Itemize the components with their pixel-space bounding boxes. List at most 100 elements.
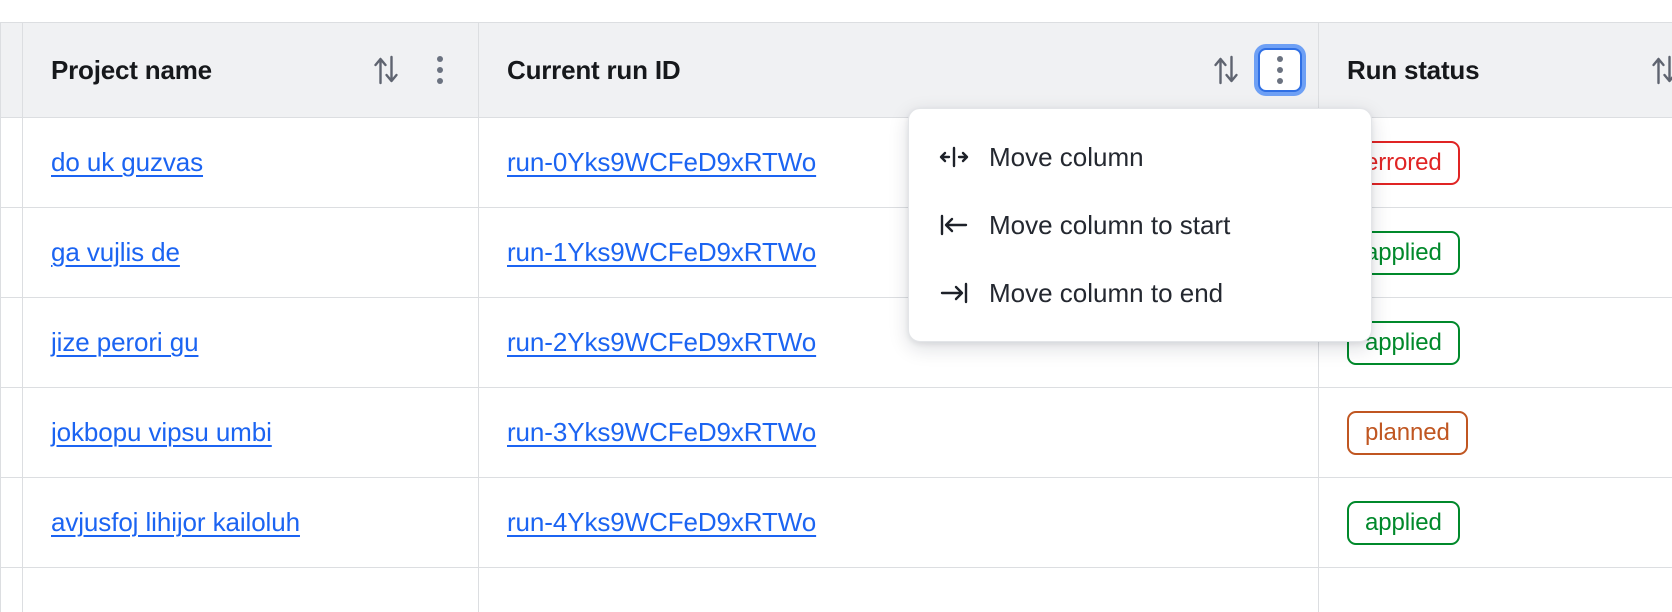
row-select-cell[interactable] (0, 207, 23, 298)
move-column-icon (939, 142, 969, 172)
menu-item-label: Move column to end (989, 277, 1224, 308)
project-name-link[interactable]: jize perori gu (51, 327, 199, 357)
current-run-id-cell: run-3Yks9WCFeD9xRTWo (478, 387, 1319, 478)
table-row: jokbopu vipsu umbi run-3Yks9WCFeD9xRTWo pl… (0, 387, 1672, 478)
run-status-cell-inner: planned (1319, 389, 1672, 477)
run-status-cell-inner: errored (1319, 119, 1672, 207)
project-name-cell-inner: ga vujlis de (23, 209, 478, 297)
sort-arrows-icon-status[interactable] (1644, 50, 1672, 90)
project-name-link[interactable]: jokbopu vipsu umbi (51, 417, 272, 447)
run-status-cell: planned (1318, 387, 1672, 478)
select-header-inner (1, 23, 22, 117)
table-cell-partial-inner (23, 569, 478, 612)
current-run-id-cell-inner: run-1Yks9WCFeD9xRTWo (479, 209, 1318, 297)
row-select-cell[interactable] (0, 387, 23, 478)
projects-table: Project name (0, 22, 1672, 612)
project-name-cell: jize perori gu (22, 297, 479, 388)
table-row: avjusfoj lihijor kailoluh run-4Yks9WCFeD9… (0, 477, 1672, 568)
column-header-run-status[interactable]: Run status (1318, 22, 1672, 118)
status-header-tools (1644, 50, 1672, 90)
column-header-project-name[interactable]: Project name (22, 22, 479, 118)
kebab-dot (1277, 78, 1283, 84)
move-column-to-end-icon (939, 278, 969, 308)
run-status-header-label: Run status (1347, 54, 1480, 85)
run-id-link[interactable]: run-1Yks9WCFeD9xRTWo (507, 237, 817, 267)
project-name-link[interactable]: avjusfoj lihijor kailoluh (51, 507, 300, 537)
menu-item-label: Move column (989, 141, 1144, 172)
run-status-cell-inner: applied (1319, 299, 1672, 387)
project-name-cell-inner: jize perori gu (23, 299, 478, 387)
project-name-link[interactable]: ga vujlis de (51, 237, 180, 267)
project-name-cell-inner: avjusfoj lihijor kailoluh (23, 479, 478, 567)
move-column-to-start-icon (939, 210, 969, 240)
row-select-cell[interactable] (0, 297, 23, 388)
status-badge: applied (1347, 320, 1460, 365)
table-row: ga vujlis de run-1Yks9WCFeD9xRTWo applied (0, 207, 1672, 298)
table-cell-partial (22, 567, 479, 612)
run-id-link[interactable]: run-3Yks9WCFeD9xRTWo (507, 417, 817, 447)
run-status-cell: applied (1318, 477, 1672, 568)
run-id-link[interactable]: run-4Yks9WCFeD9xRTWo (507, 507, 817, 537)
row-select-inner (1, 209, 22, 297)
column-header-current-run-id[interactable]: Current run ID (478, 22, 1319, 118)
table-row: jize perori gu run-2Yks9WCFeD9xRTWo applie… (0, 297, 1672, 388)
kebab-dot (437, 78, 443, 84)
project-name-cell: ga vujlis de (22, 207, 479, 298)
run-status-cell: applied (1318, 297, 1672, 388)
current-run-id-cell: run-4Yks9WCFeD9xRTWo (478, 477, 1319, 568)
project-header-tools (366, 48, 462, 92)
kebab-menu-icon-project[interactable] (418, 48, 462, 92)
row-select-inner (1, 479, 22, 567)
kebab-dot (1277, 67, 1283, 73)
kebab-dot (437, 56, 443, 62)
sort-arrows-icon-runid[interactable] (1206, 50, 1246, 90)
projects-table-wrapper: Project name (0, 22, 1672, 612)
project-name-cell-inner: jokbopu vipsu umbi (23, 389, 478, 477)
runid-header-tools (1206, 48, 1302, 92)
current-run-id-cell-inner: run-3Yks9WCFeD9xRTWo (479, 389, 1318, 477)
current-run-id-header-label: Current run ID (507, 54, 681, 85)
project-name-cell: jokbopu vipsu umbi (22, 387, 479, 478)
run-status-cell: applied (1318, 207, 1672, 298)
sort-arrows-icon-project[interactable] (366, 50, 406, 90)
current-run-id-cell-inner: run-0Yks9WCFeD9xRTWo (479, 119, 1318, 207)
status-badge: planned (1347, 410, 1468, 455)
project-name-cell: do uk guzvas (22, 117, 479, 208)
row-select-cell[interactable] (0, 477, 23, 568)
kebab-dot (1277, 56, 1283, 62)
status-header-inner: Run status (1319, 23, 1672, 117)
project-name-cell-inner: do uk guzvas (23, 119, 478, 207)
project-header-inner: Project name (23, 23, 478, 117)
run-id-link[interactable]: run-0Yks9WCFeD9xRTWo (507, 147, 817, 177)
project-name-header-label: Project name (51, 54, 212, 85)
table-cell-partial (1318, 567, 1672, 612)
row-select-cell[interactable] (0, 117, 23, 208)
menu-item-move-column[interactable]: Move column (909, 123, 1371, 191)
run-id-link[interactable]: run-2Yks9WCFeD9xRTWo (507, 327, 817, 357)
row-select-inner (1, 119, 22, 207)
current-run-id-cell-inner: run-4Yks9WCFeD9xRTWo (479, 479, 1318, 567)
table-cell-partial (478, 567, 1319, 612)
table-cell-partial-inner (479, 569, 1318, 612)
column-header-select (0, 22, 23, 118)
kebab-dot (437, 67, 443, 73)
row-select-inner (1, 389, 22, 477)
row-select-inner (1, 299, 22, 387)
table-header: Project name (0, 22, 1672, 118)
current-run-id-cell-inner: run-2Yks9WCFeD9xRTWo (479, 299, 1318, 387)
run-status-cell-inner: applied (1319, 479, 1672, 567)
table-cell-partial-inner (1319, 569, 1672, 612)
status-badge: applied (1347, 500, 1460, 545)
menu-item-move-column-to-end[interactable]: Move column to end (909, 259, 1371, 327)
header-row: Project name (0, 22, 1672, 118)
table-row (0, 567, 1672, 612)
runid-header-inner: Current run ID (479, 23, 1318, 117)
project-name-link[interactable]: do uk guzvas (51, 147, 204, 177)
menu-item-move-column-to-start[interactable]: Move column to start (909, 191, 1371, 259)
current-run-id-cell: run-2Yks9WCFeD9xRTWo (478, 297, 1319, 388)
kebab-menu-icon-runid[interactable] (1258, 48, 1302, 92)
menu-item-label: Move column to start (989, 209, 1231, 240)
